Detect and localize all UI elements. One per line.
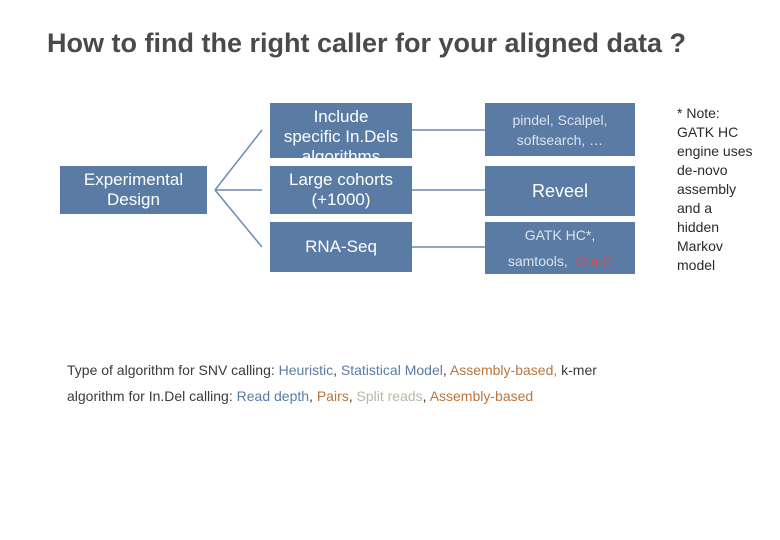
indel-legend-prefix: algorithm for In.Del calling: — [67, 388, 237, 404]
indel-sep-3: , — [422, 388, 430, 404]
snv-legend-prefix: Type of algorithm for SNV calling: — [67, 362, 279, 378]
connector-to-include — [214, 129, 263, 191]
include-indels-label: Include specific In.Dels algorithms — [284, 107, 398, 158]
snv-assembly: Assembly-based, — [449, 362, 558, 378]
pindel-box: pindel, Scalpel, softsearch, … — [485, 103, 635, 156]
reveel-label: Reveel — [531, 180, 589, 201]
large-cohorts-box: Large cohorts (+1000) — [270, 166, 412, 214]
cra-c-label: Cra.C — [575, 253, 613, 269]
include-indels-box: Include specific In.Dels algorithms — [270, 103, 412, 158]
gatk-note: * Note: GATK HC engine uses de-novo asse… — [677, 105, 753, 273]
page-title: How to find the right caller for your al… — [47, 28, 687, 58]
snv-heuristic: Heuristic — [278, 362, 334, 378]
experimental-design-box: Experimental Design — [60, 166, 207, 214]
rna-seq-box: RNA-Seq — [270, 222, 412, 272]
samtools-label: samtools, — [507, 253, 568, 269]
indel-algorithm-legend: algorithm for In.Del calling: Read depth… — [67, 388, 533, 404]
gatk-line-1: GATK HC*, — [524, 227, 596, 243]
large-cohorts-line-1: Large cohorts — [289, 170, 393, 189]
indel-sep-2: , — [348, 388, 357, 404]
indel-read-depth: Read depth — [236, 388, 310, 404]
experimental-design-label: Experimental Design — [83, 170, 184, 209]
reveel-box: Reveel — [485, 166, 635, 216]
snv-algorithm-legend: Type of algorithm for SNV calling: Heuri… — [67, 362, 597, 378]
gatk-label: GATK HC*, samtools, Cra.C — [508, 222, 612, 274]
snv-sep-2: , — [442, 362, 450, 378]
large-cohorts-line-2: (+1000) — [311, 190, 371, 209]
connector-to-rna-seq — [214, 189, 263, 248]
snv-statistical: Statistical Model — [340, 362, 443, 378]
snv-sep-1: , — [333, 362, 341, 378]
rna-seq-label: RNA-Seq — [305, 237, 377, 256]
large-cohorts-label: Large cohorts (+1000) — [289, 170, 393, 210]
pindel-line-2: softsearch, … — [516, 131, 604, 148]
indel-pairs: Pairs — [316, 388, 349, 404]
pindel-label: pindel, Scalpel, softsearch, … — [513, 110, 608, 150]
gatk-box: GATK HC*, samtools, Cra.C — [485, 222, 635, 274]
include-line-2: specific In.Dels — [283, 127, 399, 146]
indel-sep-1: , — [309, 388, 317, 404]
include-line-3: algorithms — [301, 147, 381, 158]
indel-split-reads: Split reads — [356, 388, 423, 404]
pindel-line-1: pindel, Scalpel, — [512, 111, 608, 128]
include-line-1: Include — [313, 107, 369, 126]
indel-assembly: Assembly-based — [429, 388, 534, 404]
snv-kmer: k-mer — [557, 362, 597, 378]
